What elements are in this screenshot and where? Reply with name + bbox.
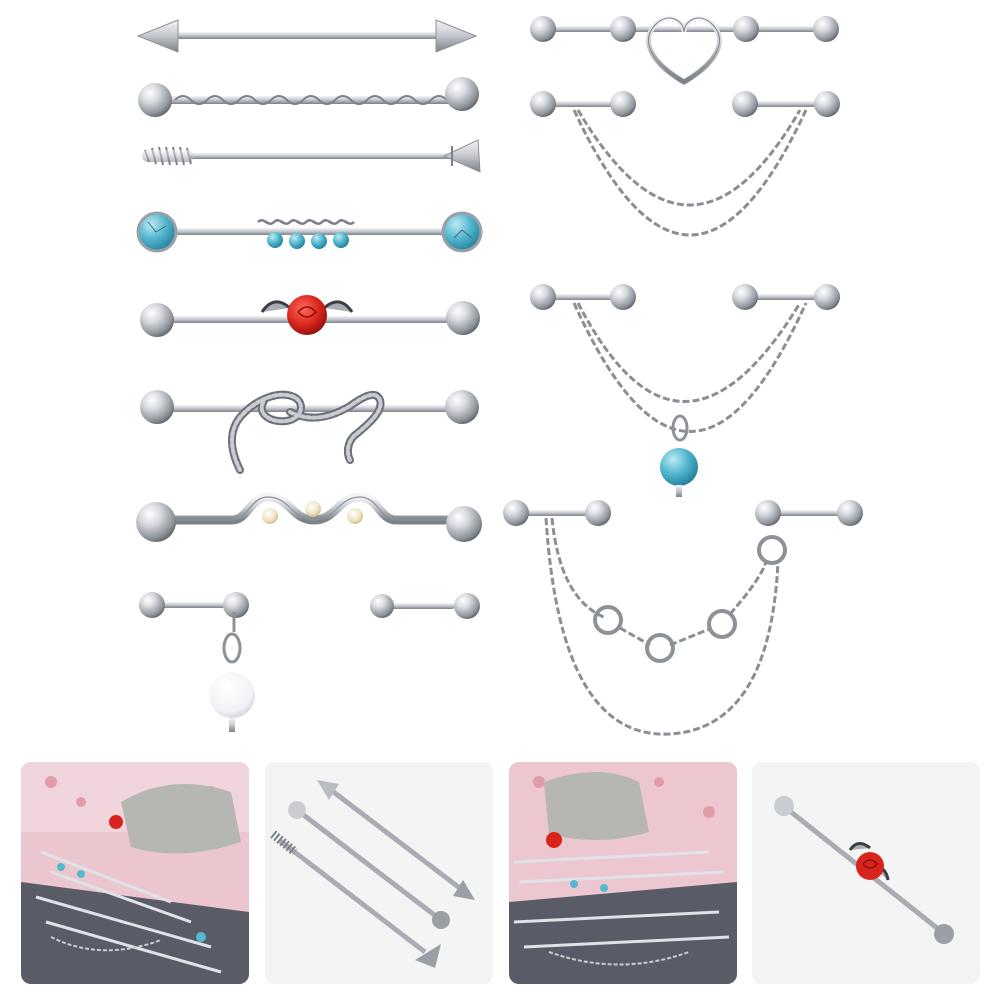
lifestyle-photo-pink[interactable]	[509, 762, 737, 984]
heart-barbell	[530, 15, 839, 85]
screw-barbell	[142, 139, 481, 173]
product-collage	[136, 15, 863, 736]
ring-chain-pair	[503, 500, 863, 736]
photo-thumbnail-icon	[752, 762, 980, 984]
spike-barbell	[136, 19, 478, 53]
photo-thumbnail-icon	[509, 762, 737, 984]
photo-thumbnail-icon	[21, 762, 249, 984]
lifestyle-photo-stone[interactable]	[21, 762, 249, 984]
wave-pearl-barbell	[136, 492, 482, 542]
rose-barbell	[140, 295, 480, 337]
chain-turquoise-pair	[530, 284, 840, 497]
photo-thumbnail-icon	[265, 762, 493, 984]
rose-bar-closeup[interactable]	[752, 762, 980, 984]
opal-dangle-pair	[139, 592, 480, 732]
twisted-barbell	[138, 77, 479, 117]
three-bars-closeup[interactable]	[265, 762, 493, 984]
turquoise-bead-barbell	[136, 211, 483, 253]
double-chain-pair	[530, 91, 840, 237]
snake-barbell	[140, 390, 479, 474]
